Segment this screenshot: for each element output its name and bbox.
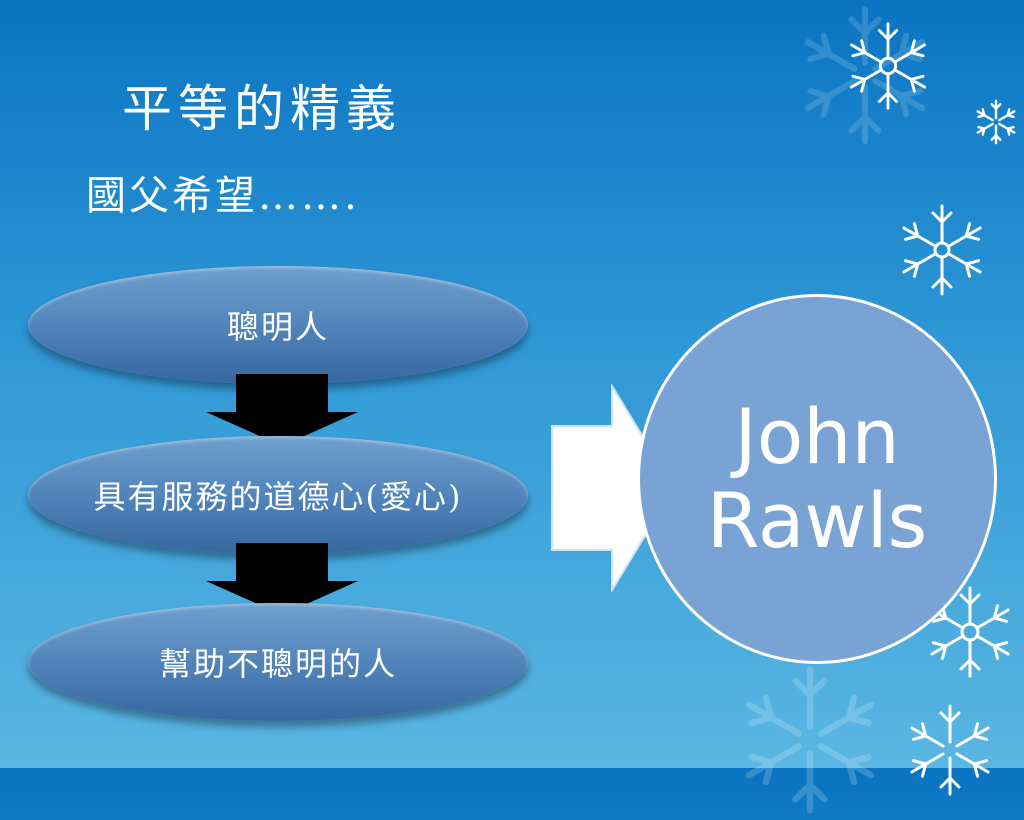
snowflake-icon xyxy=(974,99,1018,145)
flow-step-moral-heart: 具有服務的道德心(愛心) xyxy=(28,436,528,554)
slide-subtitle: 國父希望……. xyxy=(86,173,360,219)
right-arrow-icon xyxy=(551,384,676,592)
flow-step-label: 聰明人 xyxy=(226,308,329,346)
result-circle: John Rawls xyxy=(637,294,997,664)
flow-step-label: 具有服務的道德心(愛心) xyxy=(93,478,463,516)
flow-step-help-others: 幫助不聰明的人 xyxy=(28,603,528,721)
snowflake-icon xyxy=(925,586,1015,678)
result-name-line2: Rawls xyxy=(706,476,928,565)
down-arrow-icon xyxy=(206,543,358,615)
down-arrow-icon xyxy=(206,374,358,446)
flow-step-label: 幫助不聰明的人 xyxy=(158,645,397,683)
result-name-line1: John xyxy=(734,392,900,482)
slide: 平等的精義 國父希望……. 聰明人 具有服務的道德心(愛心) 幫助不聰明的人 J… xyxy=(28,0,1018,768)
snowflake-icon xyxy=(790,0,940,150)
flow-step-smart-people: 聰明人 xyxy=(28,266,528,384)
snowflake-icon xyxy=(730,660,890,820)
snowflake-icon xyxy=(905,704,995,796)
snowflake-icon xyxy=(897,204,987,296)
slide-title: 平等的精義 xyxy=(122,80,402,138)
